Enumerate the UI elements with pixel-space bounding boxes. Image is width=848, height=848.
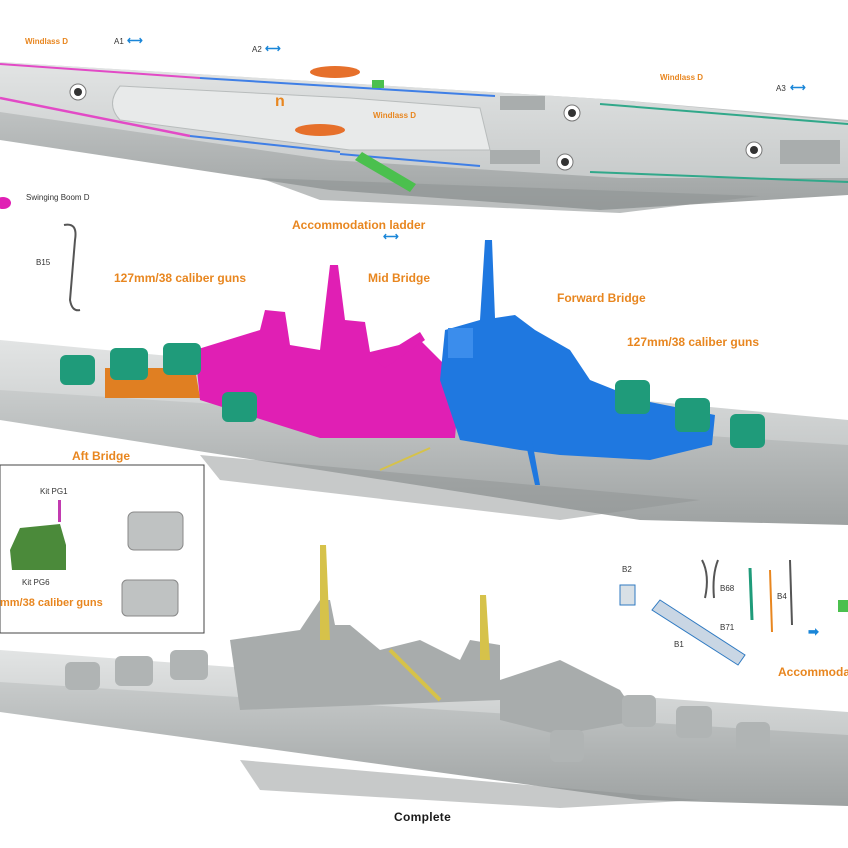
label-kit-pg6: Kit PG6 <box>22 578 50 587</box>
label-complete: Complete <box>394 810 452 824</box>
bottom-ship-complete <box>0 545 848 808</box>
top-ship-deck-view <box>0 62 848 213</box>
label-kit-pg1: Kit PG1 <box>40 487 68 496</box>
gun-kit-inset <box>0 464 205 634</box>
label-forward-bridge: Forward Bridge <box>557 291 646 305</box>
double-arrow-icon: ⟷ <box>790 82 806 94</box>
label-b1: B1 <box>674 640 684 649</box>
double-arrow-icon: ⟷ <box>383 231 399 243</box>
label-b2: B2 <box>622 565 632 574</box>
right-arrow-icon: ➡ <box>808 624 819 639</box>
label-b71: B71 <box>720 623 735 632</box>
label-n-mark: n <box>275 93 285 110</box>
middle-ship-bridges <box>0 197 848 525</box>
label-a1: A1 <box>114 37 124 46</box>
ladder-parts <box>619 559 848 666</box>
label-aft-bridge: Aft Bridge <box>72 449 130 463</box>
label-b4: B4 <box>777 592 787 601</box>
label-guns-left: 127mm/38 caliber guns <box>114 271 247 285</box>
label-guns-inset: mm/38 caliber guns <box>0 597 103 609</box>
label-a2: A2 <box>252 45 262 54</box>
label-accommodation-right: Accommoda <box>778 665 848 679</box>
label-windlass-d-left: Windlass D <box>25 37 69 46</box>
label-b68: B68 <box>720 584 735 593</box>
label-guns-right: 127mm/38 caliber guns <box>627 335 760 349</box>
label-swinging-boom: Swinging Boom D <box>26 193 90 202</box>
label-mid-bridge: Mid Bridge <box>368 271 430 285</box>
label-b15: B15 <box>36 258 51 267</box>
double-arrow-icon: ⟷ <box>265 43 281 55</box>
label-windlass-d-mid: Windlass D <box>373 111 417 120</box>
label-windlass-d-right: Windlass D <box>660 73 704 82</box>
label-accommodation-ladder: Accommodation ladder <box>292 218 426 232</box>
label-a3: A3 <box>776 84 786 93</box>
double-arrow-icon: ⟷ <box>127 35 143 47</box>
